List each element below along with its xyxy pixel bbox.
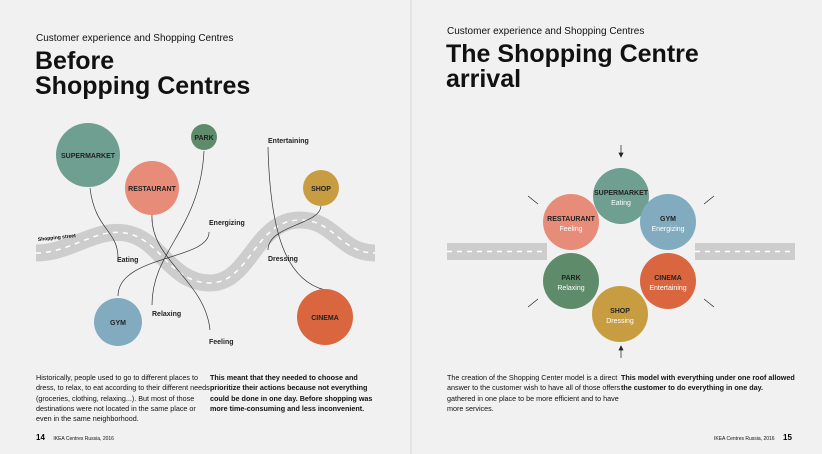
circle-label: GYM xyxy=(110,320,126,327)
shop-circle xyxy=(303,170,339,206)
footer-text: IKEA Centres Russia, 2016 xyxy=(714,436,775,442)
arrow-icons xyxy=(527,145,715,358)
paragraph: The creation of the Shopping Center mode… xyxy=(447,373,621,413)
road xyxy=(35,211,376,292)
title-line: Shopping Centres xyxy=(35,72,251,100)
circle-name: PARK xyxy=(561,275,580,282)
circle-name: SHOP xyxy=(610,308,630,315)
footer-text: IKEA Centres Russia, 2016 xyxy=(53,436,114,442)
feeling-label: Dressing xyxy=(268,256,298,263)
kicker: Customer experience and Shopping Centres xyxy=(447,26,645,37)
cinema-circle xyxy=(297,289,353,345)
title-line: The Shopping Centre xyxy=(446,40,699,68)
feeling-labels: Eating Energizing Relaxing Feeling Enter… xyxy=(117,138,309,346)
circle-name: SUPERMARKET xyxy=(594,190,649,197)
title-line: Before xyxy=(35,47,115,75)
left-page: Customer experience and Shopping Centres… xyxy=(0,0,410,454)
footer: 14 IKEA Centres Russia, 2016 xyxy=(36,427,114,445)
title-line: arrival xyxy=(446,65,522,93)
kicker: Customer experience and Shopping Centres xyxy=(36,33,234,44)
circle-sub: Eating xyxy=(611,200,631,207)
feeling-label: Feeling xyxy=(209,339,234,346)
page-title: Before Shopping Centres xyxy=(35,49,250,99)
place-circle-cinema: CINEMA Entertaining xyxy=(640,253,696,309)
feeling-label: Eating xyxy=(117,257,138,264)
gym-circle xyxy=(94,298,142,346)
place-circle-gym: GYM Energizing xyxy=(640,194,696,250)
page-number: 14 xyxy=(36,433,45,442)
circle-sub: Relaxing xyxy=(557,285,584,292)
restaurant-circle xyxy=(125,161,179,215)
feeling-label: Relaxing xyxy=(152,311,181,318)
place-circles: SUPERMARKET RESTAURANT PARK SHOP CINEMA … xyxy=(56,123,353,346)
page-number: 15 xyxy=(783,433,792,442)
circle-sub: Energizing xyxy=(651,226,684,233)
circle xyxy=(593,168,649,224)
circle xyxy=(592,286,648,342)
street-label: Shopping street xyxy=(38,233,77,243)
circle xyxy=(640,253,696,309)
circle-sub: Entertaining xyxy=(649,285,686,292)
circle-name: GYM xyxy=(660,216,676,223)
park-circle xyxy=(191,124,217,150)
circle-label: CINEMA xyxy=(311,315,339,322)
paragraph: Historically, people used to go to diffe… xyxy=(36,373,210,424)
circle-label: PARK xyxy=(194,135,213,142)
circle xyxy=(543,253,599,309)
circle-name: CINEMA xyxy=(654,275,682,282)
feeling-label: Entertaining xyxy=(268,138,309,145)
circle xyxy=(543,194,599,250)
paragraph: This meant that they needed to choose an… xyxy=(210,373,373,413)
right-page: Customer experience and Shopping Centres… xyxy=(412,0,822,454)
place-circle-restaurant: RESTAURANT Feeling xyxy=(543,194,599,250)
place-circle-shop: SHOP Dressing xyxy=(592,286,648,342)
circle-label: SUPERMARKET xyxy=(61,153,116,160)
circle-sub: Dressing xyxy=(606,318,634,325)
circle-sub: Feeling xyxy=(560,226,583,233)
connector-lines xyxy=(89,146,326,331)
paragraph: This model with everything under one roo… xyxy=(621,373,795,393)
circle xyxy=(640,194,696,250)
circle-label: SHOP xyxy=(311,186,331,193)
circle-name: RESTAURANT xyxy=(547,216,595,223)
circle-label: RESTAURANT xyxy=(128,186,176,193)
before-diagram: Shopping street SUPERMARKET RESTAURANT P… xyxy=(35,123,376,346)
feeling-label: Energizing xyxy=(209,220,245,227)
footer: IKEA Centres Russia, 2016 15 xyxy=(714,427,792,445)
road xyxy=(447,243,795,260)
place-circle-supermarket: SUPERMARKET Eating xyxy=(593,168,649,224)
page-title: The Shopping Centre arrival xyxy=(446,42,699,92)
place-circle-park: PARK Relaxing xyxy=(543,253,599,309)
supermarket-circle xyxy=(56,123,120,187)
